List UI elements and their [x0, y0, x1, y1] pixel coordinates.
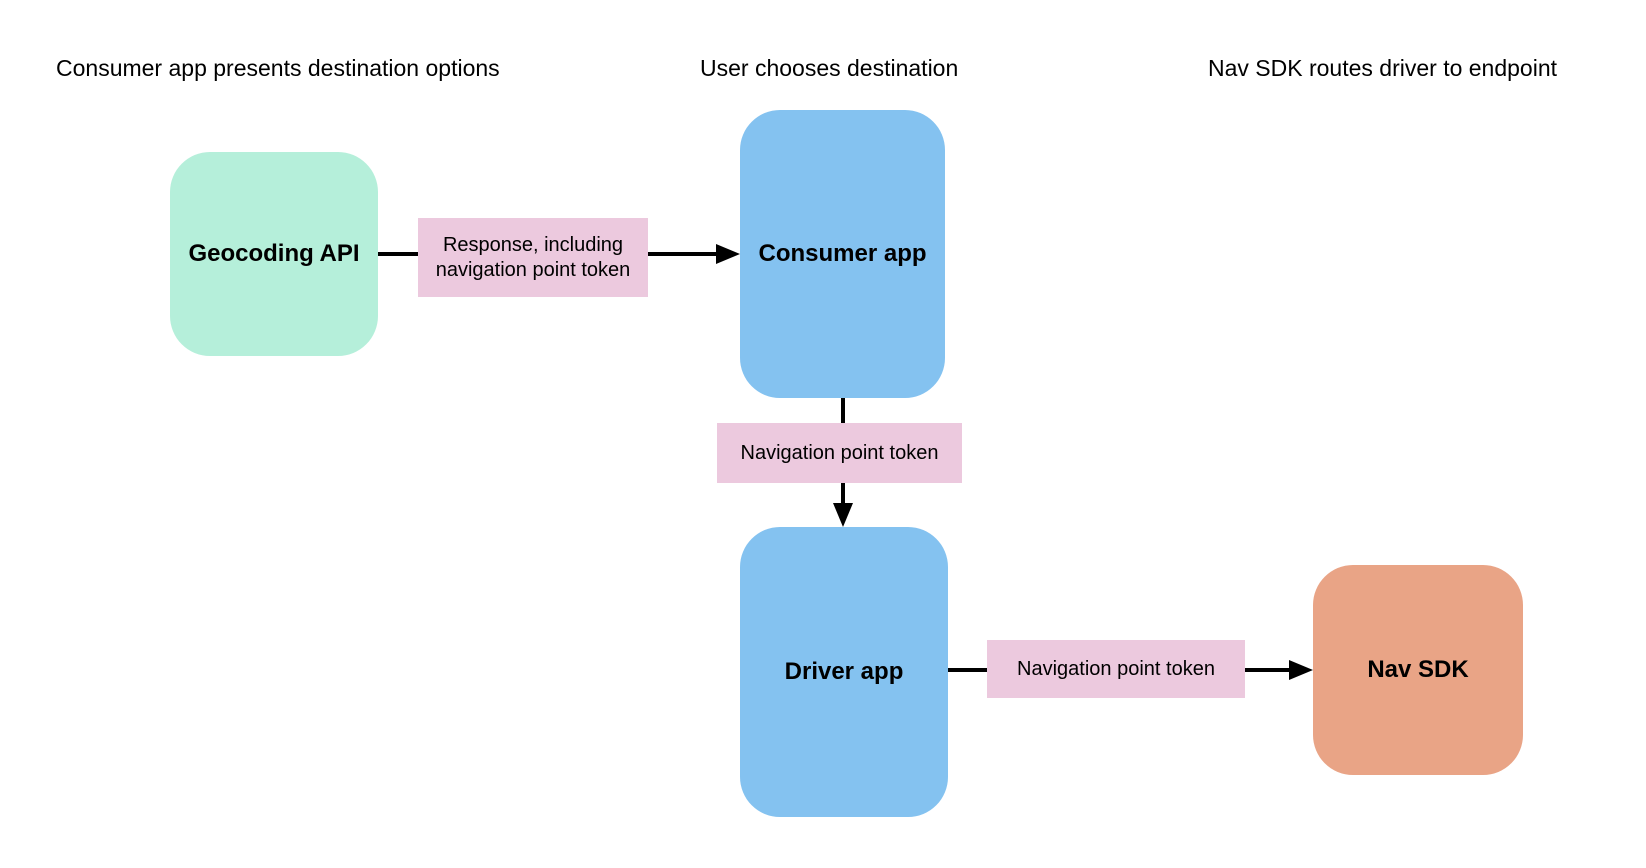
edge-label-navigation-point-token: Navigation point token	[987, 640, 1245, 698]
node-label: Driver app	[784, 658, 904, 685]
arrowhead-right-icon	[716, 244, 740, 264]
node-driver-app: Driver app	[740, 527, 948, 817]
column-header-consumer-app-presents: Consumer app presents destination option…	[56, 55, 500, 81]
node-consumer-app: Consumer app	[740, 110, 945, 398]
edge-label-navigation-point-token: Navigation point token	[717, 423, 962, 483]
column-header-user-chooses: User chooses destination	[700, 55, 959, 81]
edge-label-response-including-token: Response, including navigation point tok…	[418, 218, 648, 297]
node-label: Consumer app	[758, 240, 927, 267]
arrowhead-down-icon	[833, 503, 853, 527]
node-geocoding-api: Geocoding API	[170, 152, 378, 356]
column-header-nav-sdk-routes: Nav SDK routes driver to endpoint	[1208, 55, 1558, 81]
node-label: Geocoding API	[188, 240, 360, 267]
arrowhead-right-icon	[1289, 660, 1313, 680]
node-label: Nav SDK	[1367, 656, 1469, 683]
node-nav-sdk: Nav SDK	[1313, 565, 1523, 775]
